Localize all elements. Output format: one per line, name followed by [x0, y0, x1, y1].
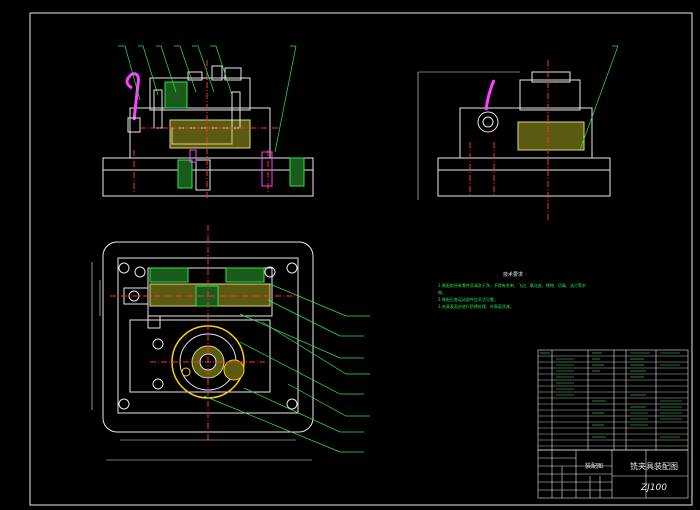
- technical-notes: 技术要求 1.装配前所有零件须清洗干净，不得有毛刺、飞边、氧化皮、锈蚀、切屑、油…: [438, 272, 588, 310]
- technical-note-line: 1.装配前所有零件须清洗干净，不得有毛刺、飞边、氧化皮、锈蚀、切屑、油污等杂物。: [438, 283, 586, 295]
- drawing-number: ZJ100: [641, 483, 667, 493]
- technical-notes-title: 技术要求: [502, 272, 523, 278]
- technical-note-line: 2.装配后各运动部件应灵活可靠。: [438, 297, 498, 302]
- front-view: [102, 60, 314, 200]
- parts-list-entries: [540, 352, 682, 438]
- side-view: [417, 45, 619, 220]
- parts-list-rows: [538, 355, 688, 447]
- front-leaders: [118, 45, 297, 153]
- top-view: [91, 225, 314, 461]
- top-view-leaders: [203, 283, 370, 453]
- drawing-title: 铣夹具装配图: [630, 462, 678, 471]
- technical-note-line: 3.夹具表面应进行防锈处理，外表面涂漆。: [438, 304, 514, 309]
- assembly-label: 装配图: [585, 463, 604, 470]
- title-block: [537, 449, 689, 499]
- drawing-border: [29, 12, 693, 506]
